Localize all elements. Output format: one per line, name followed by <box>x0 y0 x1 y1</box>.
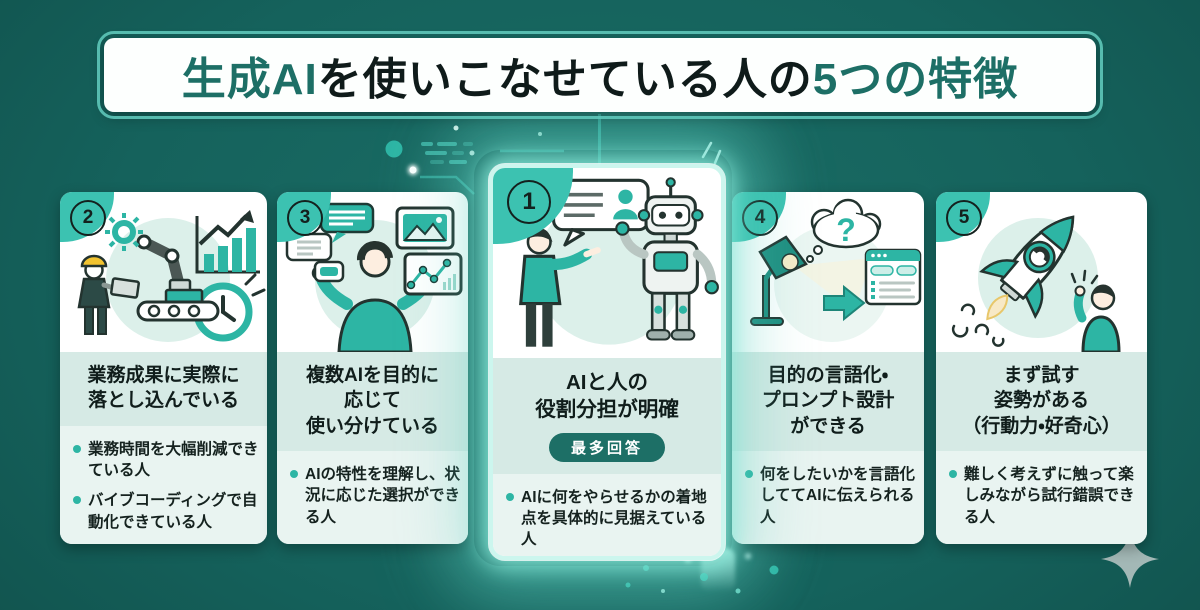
bullet-text: 難しく考えずに触って楽しみながら試行錯誤できる人 <box>964 465 1135 526</box>
card-5-number-badge: 5 <box>946 200 982 236</box>
code-dashes <box>421 142 473 164</box>
bullet-item: 難しく考えずに触って楽しみながら試行錯誤できる人 <box>949 464 1139 528</box>
smoke-puffs-icon <box>951 303 1005 347</box>
card-5-heading-band: まず試す 姿勢がある （行動力・好奇心） <box>936 352 1147 451</box>
page-title: 生成AIを使いこなせている人の5つの特徴 <box>182 43 1018 107</box>
card-2-heading-band: 業務成果に実際に 落とし込んでいる <box>60 352 267 426</box>
card-3-number-badge: 3 <box>287 200 323 236</box>
card-1-number-badge: 1 <box>507 180 551 224</box>
bullet-dot-icon <box>506 492 514 501</box>
card-2-heading: 業務成果に実際に 落とし込んでいる <box>87 365 240 412</box>
title-banner: 生成AIを使いこなせている人の5つの特徴 <box>97 31 1103 119</box>
gear-icon <box>105 213 143 251</box>
bullet-item: AIに何をやらせるかの着地点を具体的に見据えている人 <box>506 487 713 551</box>
card-5-try-first: 5 まず試す 姿勢がある （行動力・好奇心） 難しく考えずに触って楽しみながら試… <box>936 192 1147 544</box>
card-2-business-results: 2 業務成果に実際に 落とし込んでいる 業務時間を大幅削減できている人 バイブコ… <box>60 192 267 544</box>
bullet-item: バイブコーディングで自動化できている人 <box>73 490 259 533</box>
chart-panel-icon <box>403 252 463 296</box>
svg-text:?: ? <box>836 212 856 248</box>
bullet-dot-icon <box>73 496 81 505</box>
card-2-illustration-area: 2 <box>60 192 267 352</box>
bullet-text: 何をしたいかを言語化しててAIに伝えられる人 <box>760 465 916 526</box>
prompt-window-icon <box>864 248 922 306</box>
bullet-text: 業務時間を大幅削減できている人 <box>88 440 259 479</box>
card-3-heading-band: 複数AIを目的に 応じて 使い分けている <box>277 352 468 451</box>
card-4-heading-band: 目的の言語化・ プロンプト設計 ができる <box>732 352 924 451</box>
card-3-illustration-area: 3 <box>277 192 468 352</box>
human-robot-roles-illustration <box>519 177 719 347</box>
multiple-ai-tools-illustration <box>285 202 463 352</box>
top-answer-badge: 最多回答 <box>548 432 665 462</box>
thought-cloud-icon: ? <box>806 198 882 263</box>
card-2-bullets: 業務時間を大幅削減できている人 バイブコーディングで自動化できている人 <box>60 425 267 544</box>
card-4-bullets: 何をしたいかを言語化しててAIに伝えられる人 <box>732 450 924 544</box>
human-icon <box>519 228 601 347</box>
card-5-bullets: 難しく考えずに触って楽しみながら試行錯誤できる人 <box>936 450 1147 544</box>
bullet-dot-icon <box>290 469 298 478</box>
card-1-heading: AIと人の 役割分担が明確 <box>535 371 679 422</box>
image-frame-icon <box>395 206 455 250</box>
speech-bubble-icon <box>552 178 650 247</box>
factory-automation-illustration <box>77 210 266 342</box>
title-part-ai: 生成AI <box>181 55 318 104</box>
card-3-heading: 複数AIを目的に 応じて 使い分けている <box>305 365 439 437</box>
goal-verbalization-illustration: ? <box>750 198 922 342</box>
rocket-launch-illustration <box>951 215 1121 352</box>
bar-chart-icon <box>195 210 260 274</box>
bullet-item: 何をしたいかを言語化しててAIに伝えられる人 <box>745 464 916 528</box>
bullet-text: バイブコーディングで自動化できている人 <box>88 492 258 531</box>
worker-icon <box>77 254 140 335</box>
card-4-number-badge: 4 <box>742 200 778 236</box>
arrow-right-icon <box>823 284 866 322</box>
bullet-text: AIに何をやらせるかの着地点を具体的に見据えている人 <box>521 488 707 549</box>
bullet-dot-icon <box>745 469 753 478</box>
card-1-heading-band: AIと人の 役割分担が明確 最多回答 <box>493 358 721 474</box>
pointing-person-icon <box>1070 269 1121 352</box>
card-5-illustration-area: 5 <box>936 192 1147 352</box>
card-4-illustration-area: ? <box>732 192 924 352</box>
card-1-bullets: AIに何をやらせるかの着地点を具体的に見据えている人 <box>493 473 721 556</box>
bullet-dot-icon <box>73 444 81 453</box>
bullet-text: AIの特性を理解し、状況に応じた選択ができる人 <box>305 465 461 526</box>
card-1-roles-clear: 1 AIと人の 役割分担が明確 最多回答 AIに何をやらせるかの着地点を具体的に… <box>489 164 725 560</box>
card-2-number-badge: 2 <box>70 200 106 236</box>
title-connector-line <box>598 114 601 168</box>
rocket-icon <box>979 215 1075 321</box>
title-part-middle: を使いこなせている人の <box>317 55 813 104</box>
bullet-item: 業務時間を大幅削減できている人 <box>73 439 259 482</box>
robot-icon <box>615 177 719 341</box>
card-4-verbalization: ? <box>732 192 924 544</box>
card-3-multiple-ai: 3 複数AIを目的に 応じて 使い分けている AIの特性を理解し、状況に応じた選… <box>277 192 468 544</box>
card-1-illustration-area: 1 <box>493 168 721 358</box>
card-5-heading: まず試す 姿勢がある （行動力・好奇心） <box>962 365 1121 437</box>
robot-arm-icon <box>136 234 220 322</box>
bullet-item: AIの特性を理解し、状況に応じた選択ができる人 <box>290 464 460 528</box>
card-4-heading: 目的の言語化・ プロンプト設計 ができる <box>761 365 895 437</box>
title-part-five: 5つの特徴 <box>812 55 1019 104</box>
bullet-dot-icon <box>949 469 957 478</box>
card-3-bullets: AIの特性を理解し、状況に応じた選択ができる人 <box>277 450 468 544</box>
